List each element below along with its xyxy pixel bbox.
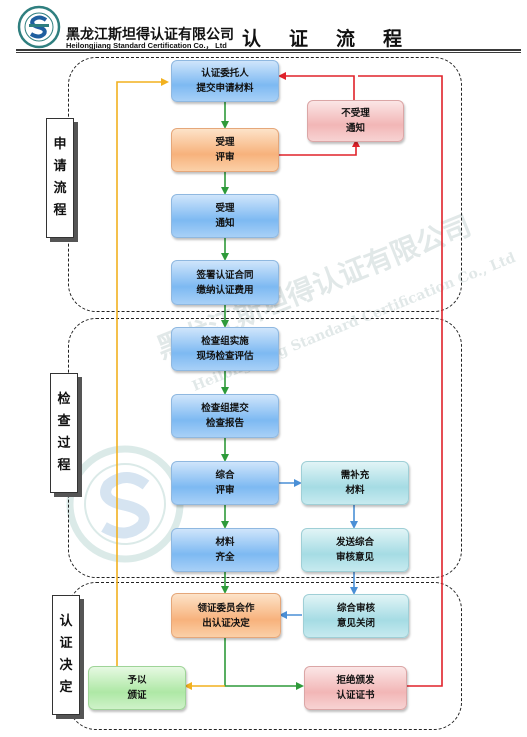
company-name-cn: 黑龙江斯坦得认证有限公司 (66, 27, 234, 43)
section-label-char: 检 (57, 392, 71, 407)
section-label-char: 请 (53, 159, 67, 174)
section-label-apply: 申 请 流 程 (46, 118, 74, 238)
section-label-char: 程 (57, 458, 71, 473)
box-send-review-opinion: 发送综合 审核意见 (301, 528, 409, 572)
section-label-inspect: 检 查 过 程 (50, 373, 78, 493)
arrow-reject-to-entrust (278, 72, 355, 100)
box-grant-certificate: 予以 颁证 (88, 666, 186, 710)
header-divider-thin (16, 52, 521, 53)
section-label-char: 过 (57, 436, 71, 451)
arrow-review-to-reject (279, 139, 360, 156)
company-name-en: Heilongjiang Standard Certification Co.，… (66, 41, 227, 50)
arrow-grant-to-entrust (116, 78, 169, 666)
section-label-decide: 认 证 决 定 (52, 595, 80, 715)
box-inspection: 检查组实施 现场检查评估 (171, 327, 279, 371)
section-label-char: 证 (59, 636, 73, 651)
box-refuse-certificate: 拒绝颁发 认证证书 (304, 666, 407, 710)
box-entrust-submit: 认证委托人 提交申请材料 (171, 60, 279, 102)
box-review-closed: 综合审核 意见关闭 (303, 594, 409, 638)
box-review-accept: 受理 评审 (171, 128, 279, 172)
box-materials-complete: 材料 齐全 (171, 528, 279, 572)
box-reject-notice: 不受理 通知 (307, 100, 404, 142)
section-label-char: 认 (59, 614, 73, 629)
header-divider (16, 49, 521, 51)
section-label-char: 程 (53, 203, 67, 218)
section-label-char: 查 (57, 414, 71, 429)
arrow-decision-to-refuse (224, 636, 304, 690)
page-title: 认证流程 (242, 28, 431, 50)
company-logo (17, 5, 61, 49)
box-accept-notice: 受理 通知 (171, 194, 279, 238)
box-committee-decision: 领证委员会作 出认证决定 (171, 593, 281, 638)
section-label-char: 申 (53, 137, 67, 152)
box-submit-report: 检查组提交 检查报告 (171, 394, 279, 438)
box-comprehensive-review: 综合 评审 (171, 461, 279, 505)
box-need-supplement: 需补充 材料 (301, 461, 409, 505)
section-label-char: 流 (53, 181, 67, 196)
arrow-refuse-to-entrust (358, 75, 443, 687)
section-label-char: 决 (59, 658, 73, 673)
section-label-char: 定 (59, 680, 73, 695)
box-sign-contract: 签署认证合同 缴纳认证费用 (171, 260, 279, 305)
